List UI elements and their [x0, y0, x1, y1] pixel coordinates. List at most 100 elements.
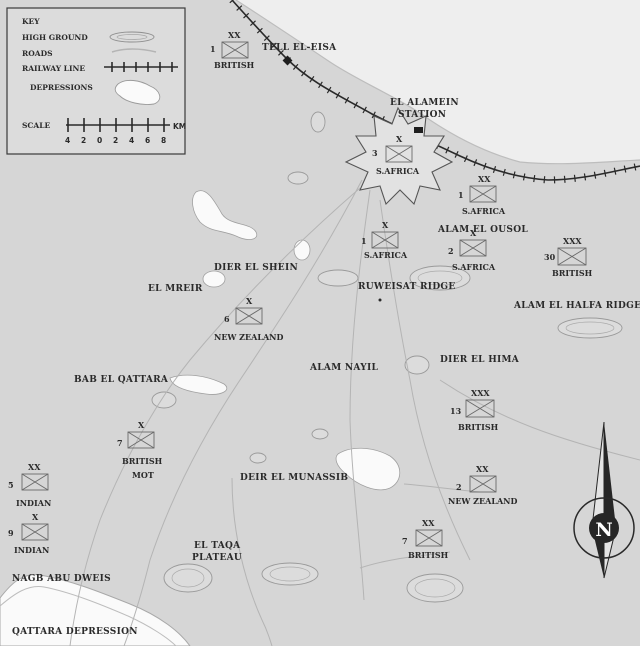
- unit-name: NEW ZEALAND: [448, 496, 517, 506]
- key-scale-label: SCALE: [22, 121, 50, 130]
- key-scale-unit: KM: [173, 122, 186, 131]
- key-depressions-label: DEPRESSIONS: [30, 83, 93, 92]
- key-roads-label: ROADS: [22, 49, 53, 58]
- unit-symbol-british-mot-7: [127, 431, 155, 449]
- place-ruweisat-ridge: RUWEISAT RIDGE: [358, 282, 456, 292]
- unit-symbol-new-zealand-2: [469, 475, 497, 493]
- road-5: [439, 379, 640, 461]
- key-scale-bar: [66, 118, 170, 132]
- bab-el-qattara-depression: [169, 374, 228, 395]
- road-3: [123, 179, 363, 646]
- road-7: [359, 551, 451, 569]
- map-key: KEY HIGH GROUND ROADS RAILWAY LINE DEPRE…: [6, 7, 186, 155]
- unit-name: INDIAN: [16, 498, 51, 508]
- key-title: KEY: [22, 17, 40, 26]
- bab-el-qattara-high-ground: [151, 391, 177, 409]
- unit-number: 2: [456, 482, 462, 492]
- unit-number: 1: [210, 44, 216, 54]
- unit-number: 13: [450, 406, 462, 416]
- scale-tick-label: 2: [113, 136, 118, 145]
- road-8: [403, 483, 481, 493]
- high-ground-6: [249, 452, 267, 464]
- place-el-taqa-plateau: PLATEAU: [192, 553, 242, 563]
- compass-north-label: N: [595, 519, 612, 541]
- unit-name: S.AFRICA: [376, 166, 420, 176]
- unit-echelon: X: [470, 228, 477, 238]
- dier-el-hima-high-ground: [404, 355, 430, 375]
- unit-symbol-safrica-3: [385, 145, 413, 163]
- place-alam-el-halfa-ridge: ALAM EL HALFA RIDGE: [513, 301, 640, 311]
- unit-number: 7: [117, 438, 123, 448]
- place-qattara-depression: QATTARA DEPRESSION: [12, 627, 138, 637]
- key-roads-swatch: [111, 48, 157, 53]
- high-ground-1: [310, 111, 326, 133]
- sea-area: [236, 0, 640, 164]
- unit-number: 5: [8, 480, 14, 490]
- high-ground-5: [406, 573, 464, 603]
- high-ground-inner: [171, 270, 615, 598]
- place-dier-el-shein: DIER EL SHEIN: [214, 263, 298, 273]
- high-ground-layer: [151, 111, 623, 603]
- unit-name: BRITISH: [214, 60, 255, 70]
- place-el-taqa: EL TAQA: [194, 541, 241, 551]
- unit-symbol-british-1: [221, 41, 249, 59]
- el-taqa-high-ground: [163, 563, 213, 593]
- unit-number: 7: [402, 536, 408, 546]
- unit-echelon: XX: [478, 174, 491, 184]
- unit-symbol-safrica-2: [459, 239, 487, 257]
- scale-tick-label: 8: [161, 136, 166, 145]
- unit-number: 30: [544, 252, 556, 262]
- unit-symbol-indian-9: [21, 523, 49, 541]
- place-nagb-abu-dweis: NAGB ABU DWEIS: [12, 574, 111, 584]
- unit-symbol-safrica-1-div: [469, 185, 497, 203]
- north-arrow-upper-right: [604, 422, 616, 528]
- scale-tick-label: 0: [97, 136, 102, 145]
- high-ground-3: [311, 428, 329, 440]
- place-el-alamein: EL ALAMEIN: [390, 98, 459, 108]
- unit-number: 3: [372, 148, 378, 158]
- unit-echelon: X: [396, 134, 403, 144]
- depressions-layer: [169, 190, 401, 491]
- unit-number: 9: [8, 528, 14, 538]
- scale-tick-label: 2: [81, 136, 86, 145]
- compass-ring: [573, 497, 635, 559]
- unit-echelon: XXX: [563, 236, 582, 246]
- depression-1: [192, 190, 258, 240]
- unit-name: NEW ZEALAND: [214, 332, 283, 342]
- unit-symbols: [21, 41, 587, 547]
- key-railway-swatch: [104, 62, 178, 72]
- place-bab-el-qattara: BAB EL QATTARA: [74, 375, 169, 385]
- key-high-ground-swatch: [109, 31, 155, 43]
- place-deir-el-munassib: DEIR EL MUNASSIB: [240, 473, 348, 483]
- key-railway-label: RAILWAY LINE: [22, 64, 85, 73]
- alam-el-halfa-high-ground: [557, 317, 623, 339]
- unit-number: 1: [458, 190, 464, 200]
- ruweisat-point: [378, 298, 382, 302]
- station-marker: [414, 127, 423, 133]
- high-ground-4: [261, 562, 319, 586]
- ruweisat-west-high-ground: [317, 269, 359, 287]
- unit-symbol-british-13: [465, 399, 495, 418]
- road-6: [231, 477, 273, 646]
- unit-name: INDIAN: [14, 545, 49, 555]
- road-4: [69, 187, 361, 646]
- unit-echelon: X: [246, 296, 253, 306]
- qattara-escarpment: [0, 585, 177, 646]
- unit-name: BRITISH: [458, 422, 499, 432]
- unit-name: S.AFRICA: [462, 206, 506, 216]
- key-box: [6, 7, 186, 155]
- unit-number: 2: [448, 246, 454, 256]
- north-arrow: N: [573, 421, 635, 579]
- scale-tick-label: 6: [145, 136, 150, 145]
- unit-name: BRITISH: [122, 456, 163, 466]
- depression-3: [202, 270, 226, 288]
- ruweisat-high-ground: [409, 265, 471, 291]
- unit-echelon: XX: [28, 462, 41, 472]
- place-el-mreir: EL MREIR: [148, 284, 203, 294]
- unit-number: 1: [361, 236, 367, 246]
- compass-center: [589, 513, 619, 543]
- unit-echelon: XXX: [471, 388, 490, 398]
- unit-symbol-indian-5: [21, 473, 49, 491]
